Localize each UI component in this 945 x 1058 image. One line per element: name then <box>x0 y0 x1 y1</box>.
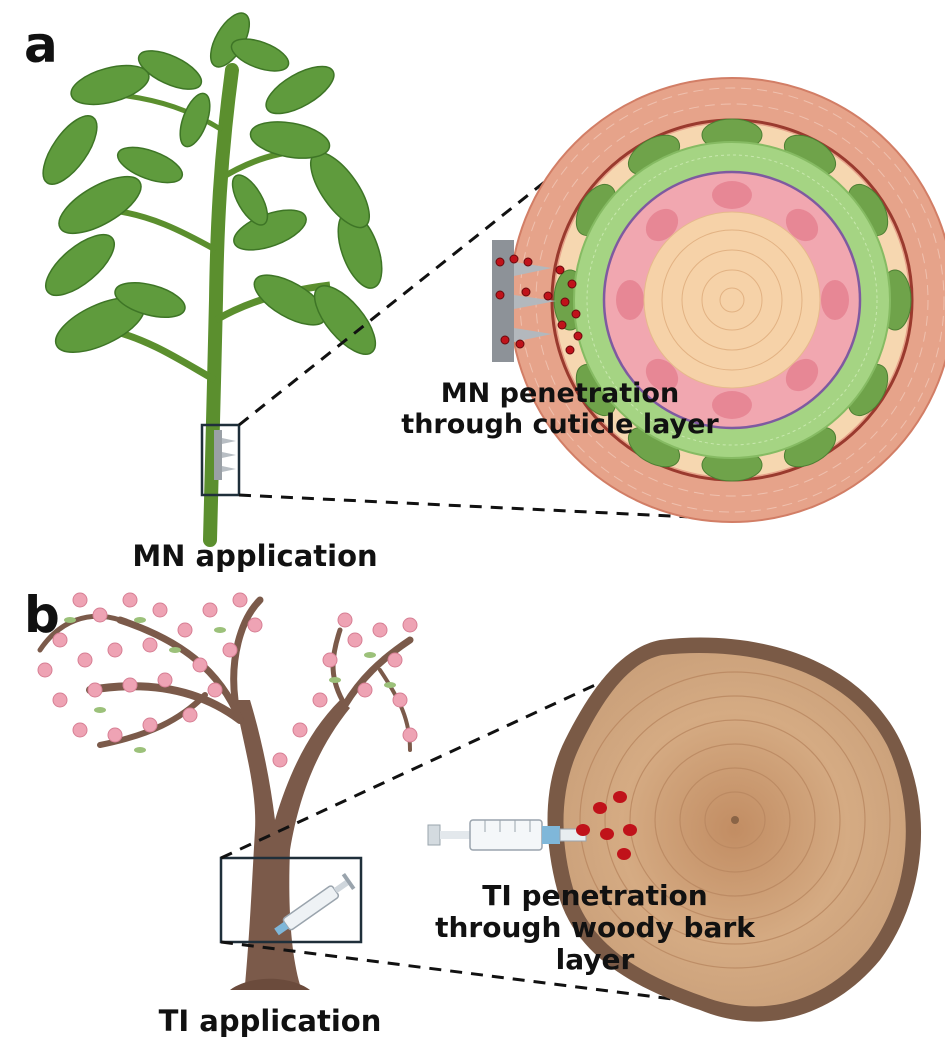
zoom-line-upper <box>220 653 661 860</box>
plant-branch <box>119 92 224 133</box>
blossoms <box>37 592 418 768</box>
tree-trunk <box>235 700 350 985</box>
ti-penetration-label-line1: TI penetration <box>482 879 708 912</box>
microneedle-patch-on-stem <box>214 430 236 480</box>
syringe-on-trunk <box>274 872 356 936</box>
pith <box>643 211 821 389</box>
mn-application-label: MN application <box>132 539 378 573</box>
microneedle-array <box>492 240 556 362</box>
xylem-bundles <box>616 181 849 419</box>
ti-penetration-label-line2: through woody bark <box>435 911 755 945</box>
tree-branches <box>37 596 414 752</box>
trunk-highlight-box <box>219 856 363 944</box>
zoom-line-lower <box>238 493 713 520</box>
drug-particles <box>576 791 637 860</box>
plant-leaves <box>42 12 383 355</box>
tomato-plant-illustration <box>42 12 383 547</box>
wood-cross-section <box>547 637 922 1022</box>
mn-penetration-label: MN penetration through cuticle layer <box>380 378 740 440</box>
tree-leaves <box>64 617 396 753</box>
stem-highlight-box <box>200 423 241 497</box>
wood-layer <box>563 652 906 1007</box>
mn-penetration-label-line1: MN penetration <box>440 378 680 409</box>
ti-penetration-label: TI penetration through woody bark layer <box>410 879 780 977</box>
ti-penetration-label-line3: layer <box>555 943 635 977</box>
panel-letter-b: b <box>24 586 60 644</box>
blossom-tree-illustration <box>37 592 418 990</box>
plant-stem <box>203 63 239 547</box>
panel-letter-a: a <box>24 16 58 74</box>
plant-branch <box>109 207 218 253</box>
plant-branch <box>109 326 217 384</box>
mn-penetration-label-line2: through cuticle layer <box>401 409 719 441</box>
stem-cross-section <box>509 77 945 523</box>
growth-rings <box>579 671 891 969</box>
drug-particles <box>495 254 583 355</box>
ti-application-label: TI application <box>158 1004 382 1038</box>
